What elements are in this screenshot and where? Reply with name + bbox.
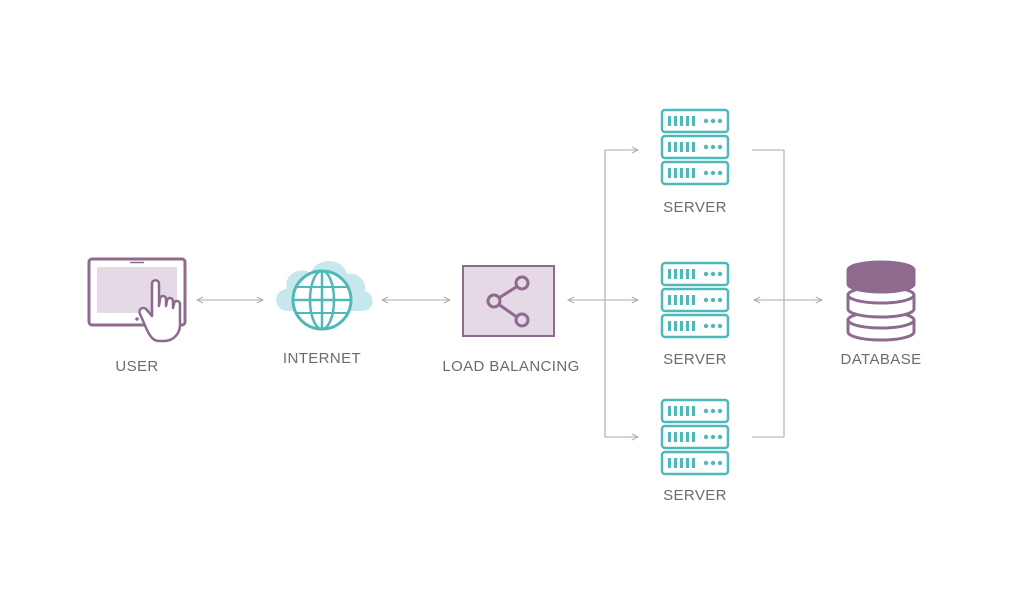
server-label: SERVER (663, 199, 727, 216)
database-label: DATABASE (840, 351, 922, 368)
internet-label: INTERNET (282, 350, 362, 367)
load-balancing-label: LOAD BALANCING (442, 358, 580, 375)
server-rack-icon (660, 261, 730, 339)
cloud-globe-icon (276, 261, 373, 331)
server-label: SERVER (663, 351, 727, 368)
tablet-touch-icon (87, 257, 187, 343)
server-rack-icon (660, 398, 730, 476)
user-label: USER (115, 358, 159, 375)
server-label: SERVER (663, 487, 727, 504)
database-icon (846, 260, 916, 342)
server-rack-icon (660, 108, 730, 186)
share-icon (462, 265, 555, 337)
